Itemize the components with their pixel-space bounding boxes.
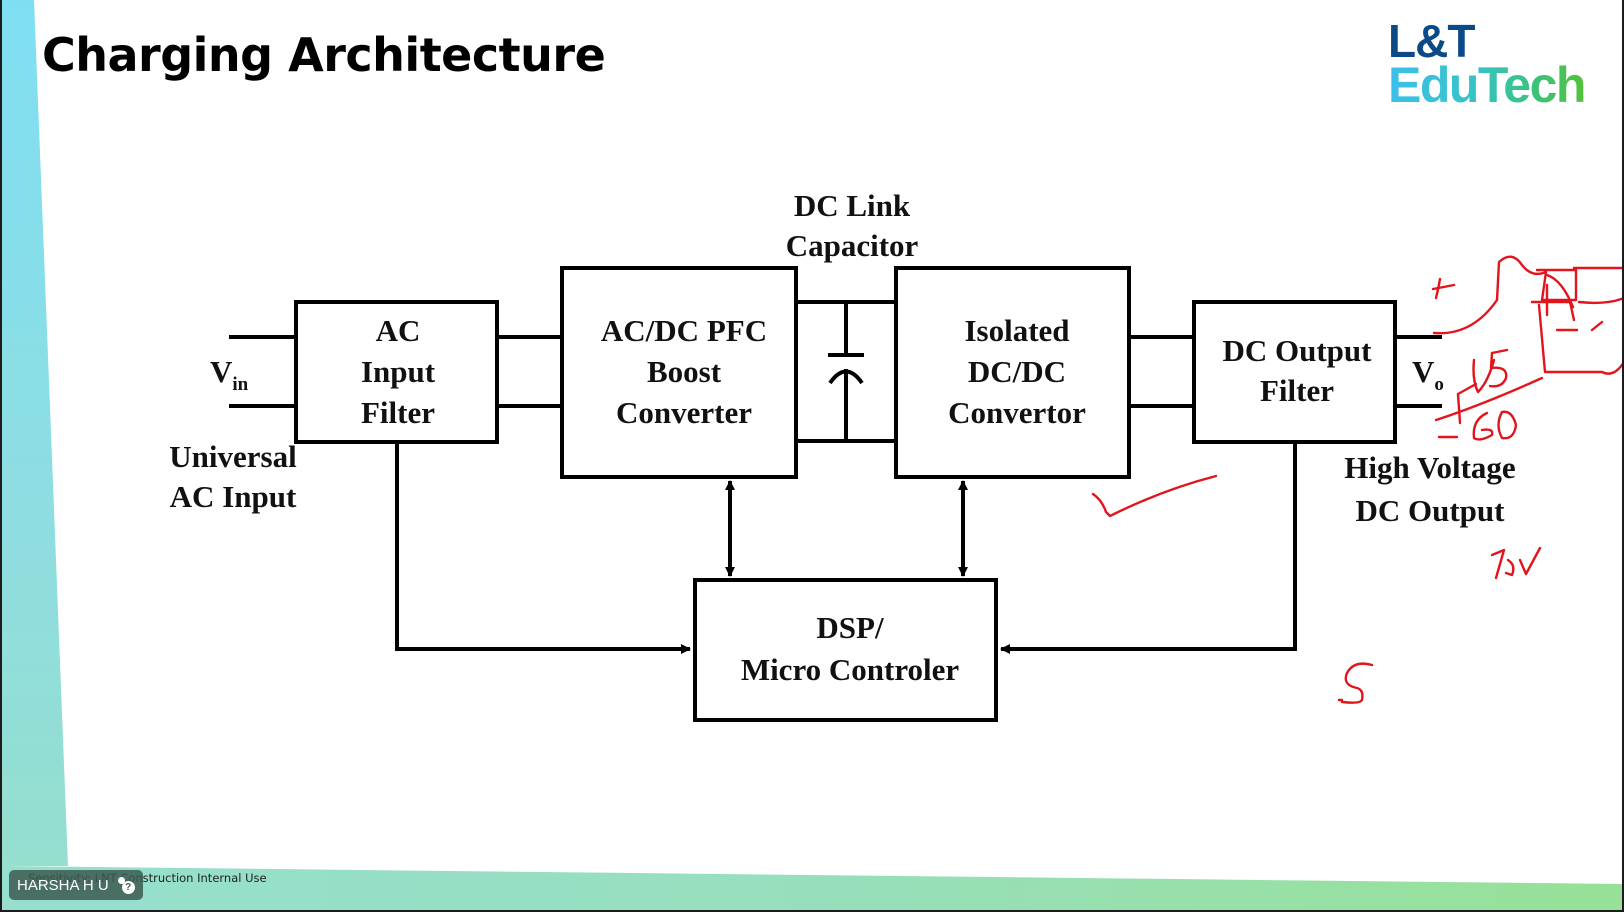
pfc-label-3: Converter <box>616 395 752 430</box>
isolated-label-3: Convertor <box>948 395 1086 430</box>
output-caption-line-1: High Voltage <box>1344 450 1515 485</box>
value-45-annotation <box>1456 348 1509 425</box>
plus-annotation <box>1431 277 1456 300</box>
scribble-box-annotation <box>1537 283 1622 375</box>
vin-label: Vin <box>210 354 249 395</box>
isolated-label-1: Isolated <box>964 313 1069 348</box>
pfc-label-2: Boost <box>647 354 722 389</box>
participant-name-tag[interactable]: HARSHA H U ? <box>9 870 143 900</box>
lt-edutech-logo: L&T EduTech <box>1388 15 1586 113</box>
input-caption-line-1: Universal <box>169 439 297 474</box>
isolated-label-2: DC/DC <box>968 354 1066 389</box>
dc-filter-label-2: Filter <box>1260 373 1334 408</box>
participant-name: HARSHA H U <box>17 876 109 894</box>
controller-label-1: DSP/ <box>816 610 884 645</box>
output-feedback-arrow <box>1000 442 1297 654</box>
slash-annotation <box>1434 376 1544 422</box>
value-60-annotation <box>1472 410 1518 441</box>
pfc-label-1: AC/DC PFC <box>601 313 767 348</box>
ac-filter-label-3: Filter <box>361 395 435 430</box>
isolated-dcdc-block <box>894 266 1131 479</box>
participant-unknown-user-icon: ? <box>117 876 135 894</box>
scribble-annotation <box>1432 255 1622 335</box>
slide-title: Charging Architecture <box>42 28 606 82</box>
output-caption-line-2: DC Output <box>1355 493 1505 528</box>
input-caption-line-2: AC Input <box>170 479 297 514</box>
dc-link-caption-1: DC Link <box>794 188 911 223</box>
logo-line-2: EduTech <box>1388 57 1586 113</box>
vo-label: Vo <box>1412 354 1444 395</box>
value-75v-annotation <box>1490 546 1542 580</box>
handwritten-annotations <box>1091 255 1622 704</box>
dc-link-caption-2: Capacitor <box>786 228 919 263</box>
dc-filter-label-1: DC Output <box>1222 333 1372 368</box>
ac-filter-label-2: Input <box>361 354 436 389</box>
dc-output-filter-block <box>1192 300 1397 444</box>
checkmark-annotation <box>1091 474 1218 518</box>
letter-s-annotation <box>1337 662 1374 704</box>
ac-filter-label-1: AC <box>376 313 421 348</box>
controller-label-2: Micro Controler <box>741 652 960 687</box>
input-feedback-arrow <box>395 442 691 654</box>
logo-line-1: L&T <box>1388 15 1475 67</box>
pfc-boost-converter-block <box>560 266 798 479</box>
dsp-controller-block <box>693 578 998 722</box>
